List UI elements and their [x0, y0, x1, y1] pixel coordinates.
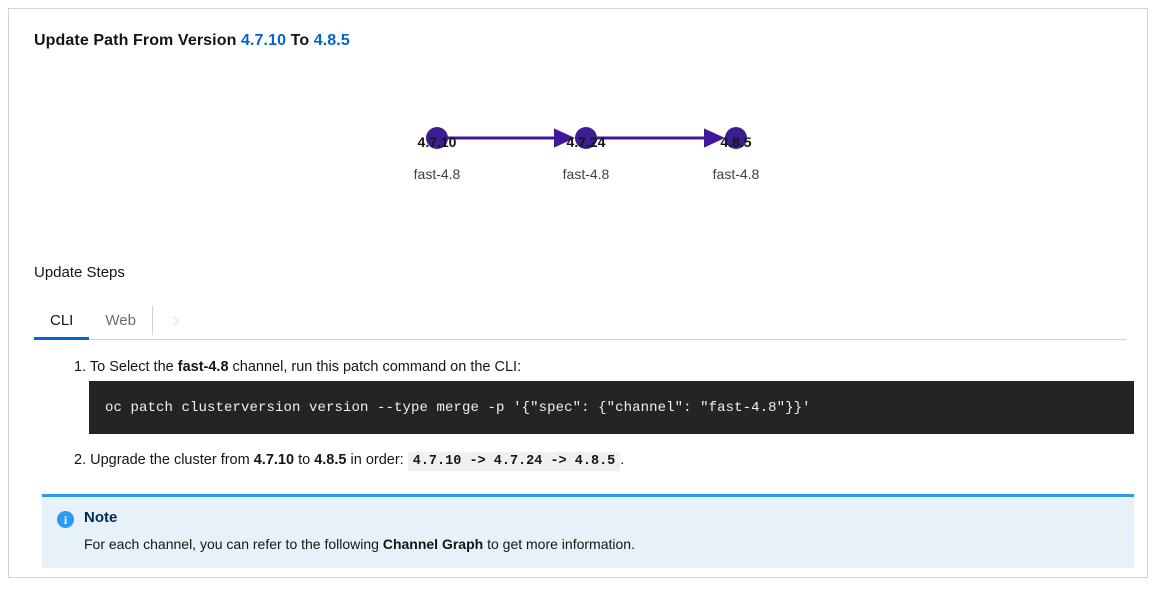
step-2-text-middle: to	[298, 452, 311, 468]
graph-node-2[interactable]	[575, 127, 597, 149]
graph-node-3[interactable]	[725, 127, 747, 149]
step-1: 1. To Select the fast-4.8 channel, run t…	[74, 359, 521, 375]
update-steps-heading: Update Steps	[34, 264, 125, 281]
tab-divider	[151, 306, 153, 335]
update-path-card: Update Path From Version 4.7.10 To 4.8.5…	[8, 8, 1148, 578]
step-2-text-before: Upgrade the cluster from	[90, 452, 250, 468]
step-1-channel: fast-4.8	[177, 359, 229, 375]
step-2: 2. Upgrade the cluster from 4.7.10 to 4.…	[74, 452, 625, 471]
note-alert: i Note For each channel, you can refer t…	[42, 494, 1134, 568]
step-2-from-version: 4.7.10	[253, 452, 295, 468]
step-2-to-version: 4.8.5	[314, 452, 347, 468]
step-2-trailing: .	[620, 452, 625, 468]
step-2-text-after: in order:	[350, 452, 404, 468]
page-title: Update Path From Version 4.7.10 To 4.8.5	[34, 32, 350, 50]
step-2-number: 2.	[74, 452, 87, 468]
tab-scroll-right-button[interactable]	[153, 302, 199, 339]
patch-command-text: oc patch clusterversion version --type m…	[105, 399, 811, 416]
info-circle-icon: i	[57, 511, 74, 528]
patch-command-code-block[interactable]: oc patch clusterversion version --type m…	[89, 381, 1134, 434]
tab-web[interactable]: Web	[89, 302, 152, 339]
page-title-conjunction: To	[290, 32, 310, 49]
channel-graph-link[interactable]: Channel Graph	[382, 536, 484, 552]
page-title-prefix: Update Path From Version	[34, 32, 237, 49]
graph-node-1[interactable]	[426, 127, 448, 149]
step-1-number: 1.	[74, 359, 87, 375]
graph-node-version-1: 4.7.10	[417, 134, 457, 150]
step-1-text-before: To Select the	[89, 359, 174, 375]
page-title-to-version: 4.8.5	[313, 32, 350, 49]
graph-node-channel-3: fast-4.8	[712, 166, 760, 182]
note-alert-body: For each channel, you can refer to the f…	[84, 536, 635, 552]
graph-node-version-2: 4.7.24	[566, 134, 606, 150]
tab-cli[interactable]: CLI	[34, 302, 90, 340]
step-2-order-code: 4.7.10 -> 4.7.24 -> 4.8.5	[407, 452, 621, 471]
graph-node-channel-2: fast-4.8	[562, 166, 610, 182]
note-body-after: to get more information.	[487, 536, 635, 552]
update-path-graph-svg	[426, 127, 747, 149]
note-body-before: For each channel, you can refer to the f…	[84, 536, 379, 552]
chevron-right-icon	[168, 314, 181, 327]
graph-node-channel-1: fast-4.8	[413, 166, 461, 182]
graph-node-version-3: 4.8.5	[720, 134, 752, 150]
step-1-text-after: channel, run this patch command on the C…	[232, 359, 522, 375]
note-alert-title: Note	[84, 509, 118, 526]
update-steps-tablist: CLI Web	[34, 302, 1126, 340]
update-path-graph: 4.7.10 fast-4.8 4.7.24 fast-4.8 4.8.5 fa…	[34, 94, 1124, 214]
page-title-from-version: 4.7.10	[241, 32, 287, 49]
